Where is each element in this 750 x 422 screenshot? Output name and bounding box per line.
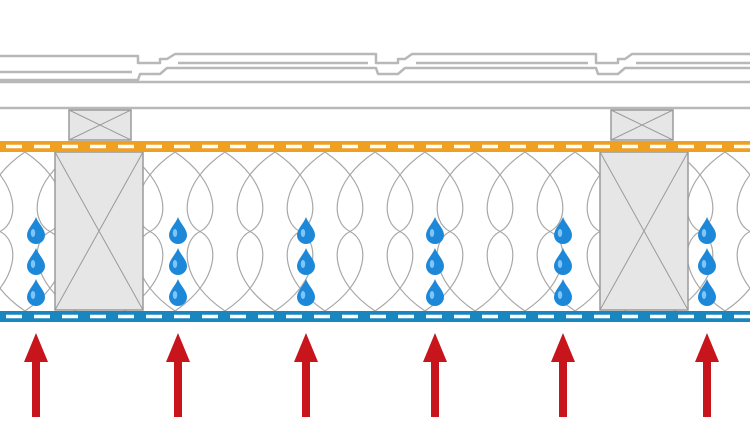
arrow-up-icon bbox=[294, 333, 318, 417]
arrow-up-icon bbox=[24, 333, 48, 417]
rafter-right bbox=[599, 151, 689, 311]
counter-batten-right bbox=[610, 109, 674, 141]
insulation-wave bbox=[174, 151, 226, 312]
roof-tile-top-edge bbox=[0, 52, 750, 65]
water-drop-icon bbox=[169, 279, 187, 306]
arrow-up-icon bbox=[551, 333, 575, 417]
roof-tile-mid-line bbox=[0, 61, 750, 74]
moisture-drops bbox=[27, 217, 716, 306]
counter-batten-left bbox=[68, 109, 132, 141]
water-drop-icon bbox=[27, 279, 45, 306]
water-drop-icon bbox=[426, 248, 444, 275]
arrow-up-icon bbox=[423, 333, 447, 417]
water-drop-icon bbox=[426, 217, 444, 244]
insulation-wave bbox=[324, 151, 376, 312]
water-drop-icon bbox=[698, 279, 716, 306]
water-drop-icon bbox=[297, 217, 315, 244]
water-drop-icon bbox=[426, 279, 444, 306]
insulation-wave bbox=[24, 151, 76, 312]
arrow-up-icon bbox=[166, 333, 190, 417]
water-drop-icon bbox=[169, 248, 187, 275]
insulation-wave bbox=[724, 174, 750, 312]
water-drop-icon bbox=[698, 217, 716, 244]
insulation-wave bbox=[424, 151, 476, 312]
vapor-barrier-membrane bbox=[0, 311, 750, 322]
insulation-wave bbox=[0, 151, 26, 289]
water-drop-icon bbox=[297, 248, 315, 275]
roof-tiles bbox=[0, 52, 750, 110]
water-drop-icon bbox=[554, 279, 572, 306]
insulation-wave bbox=[0, 174, 26, 312]
rafters bbox=[54, 151, 689, 311]
water-drop-icon bbox=[27, 248, 45, 275]
insulation-wave bbox=[224, 151, 276, 312]
insulation-wave bbox=[524, 151, 576, 312]
water-drop-icon bbox=[27, 217, 45, 244]
water-drop-icon bbox=[698, 248, 716, 275]
water-drop-icon bbox=[169, 217, 187, 244]
insulation-wave bbox=[374, 151, 426, 312]
roof-tile-step-lower bbox=[0, 66, 750, 82]
water-drop-icon bbox=[554, 217, 572, 244]
insulation-wave bbox=[474, 151, 526, 312]
rafter-left bbox=[54, 151, 144, 311]
water-drop-icon bbox=[297, 279, 315, 306]
arrow-up-icon bbox=[695, 333, 719, 417]
diffusion-open-membrane bbox=[0, 141, 750, 152]
heat-flow-arrows bbox=[24, 333, 719, 417]
insulation-wave bbox=[724, 151, 750, 289]
water-drop-icon bbox=[554, 248, 572, 275]
insulation-wave bbox=[124, 151, 176, 312]
counter-battens bbox=[68, 109, 674, 141]
